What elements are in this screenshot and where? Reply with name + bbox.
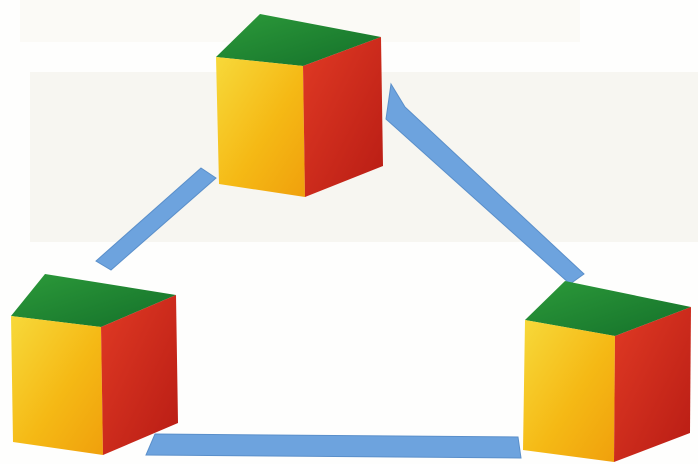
connector-left-right [146,434,521,458]
cube-left [11,274,178,455]
cube-top [216,14,383,197]
connector-top-right [386,84,584,284]
cube-front-face [11,316,103,455]
cube-front-face [216,57,305,197]
cube-front-face [523,320,615,462]
connector-top-left [96,168,216,270]
cube-right [523,281,691,462]
